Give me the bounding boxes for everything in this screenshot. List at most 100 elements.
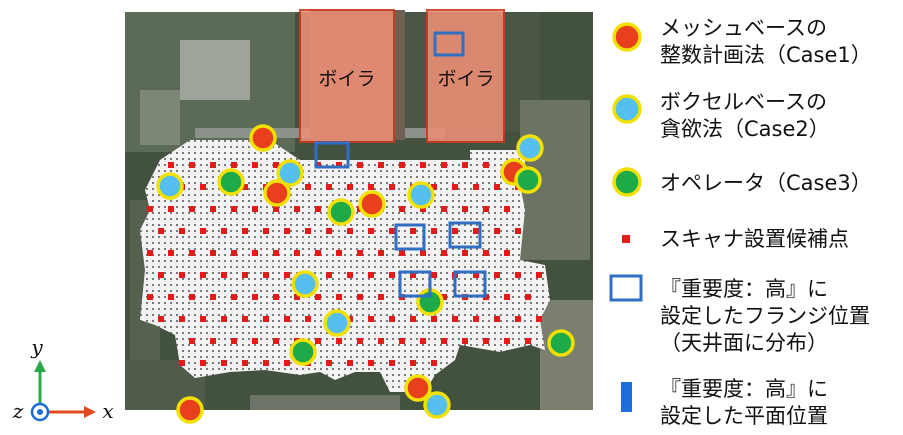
candidate-point xyxy=(420,162,426,168)
candidate-point xyxy=(504,294,510,300)
legend-candidate-icon xyxy=(622,235,630,243)
candidate-point xyxy=(273,250,279,256)
candidate-point xyxy=(399,250,405,256)
candidate-point xyxy=(315,294,321,300)
candidate-point xyxy=(179,316,185,322)
candidate-point xyxy=(242,360,248,366)
candidate-point xyxy=(294,250,300,256)
candidate-point xyxy=(378,162,384,168)
candidate-point xyxy=(410,228,416,234)
legend-voxel-icon xyxy=(612,94,642,124)
candidate-point xyxy=(368,360,374,366)
candidate-point xyxy=(221,228,227,234)
candidate-point xyxy=(494,228,500,234)
candidate-point xyxy=(399,338,405,344)
candidate-point xyxy=(179,228,185,234)
candidate-point xyxy=(263,316,269,322)
candidate-point xyxy=(284,360,290,366)
candidate-point xyxy=(462,162,468,168)
legend-candidate-label: スキャナ設置候補点 xyxy=(660,227,849,251)
candidate-point xyxy=(357,162,363,168)
candidate-point xyxy=(462,338,468,344)
candidate-point xyxy=(483,162,489,168)
candidate-point xyxy=(336,294,342,300)
voxel-placement-marker xyxy=(156,172,184,200)
candidate-point xyxy=(378,250,384,256)
candidate-point xyxy=(504,338,510,344)
candidate-point xyxy=(210,250,216,256)
flange-marker xyxy=(314,141,350,169)
candidate-point xyxy=(189,206,195,212)
candidate-point xyxy=(263,228,269,234)
candidate-point xyxy=(242,316,248,322)
boiler-label: ボイラ xyxy=(318,68,375,90)
candidate-point xyxy=(168,206,174,212)
candidate-point xyxy=(389,272,395,278)
candidate-point xyxy=(536,316,542,322)
candidate-point xyxy=(473,184,479,190)
candidate-point xyxy=(420,338,426,344)
candidate-point xyxy=(368,228,374,234)
candidate-point xyxy=(515,316,521,322)
flange-marker xyxy=(398,270,432,298)
candidate-point xyxy=(368,184,374,190)
x-axis-label: x xyxy=(102,399,113,423)
mesh-placement-marker xyxy=(176,396,204,424)
candidate-point xyxy=(200,272,206,278)
candidate-point xyxy=(189,294,195,300)
candidate-point xyxy=(305,316,311,322)
candidate-point xyxy=(389,316,395,322)
candidate-point xyxy=(200,316,206,322)
legend-flange-label: 『重要度：高』に 設定したフランジ位置 （天井面に分布） xyxy=(660,277,870,355)
floor-grid-region xyxy=(140,140,550,392)
candidate-point xyxy=(452,316,458,322)
legend-mesh-icon xyxy=(612,22,642,52)
axis-indicator: y z x xyxy=(12,335,114,423)
candidate-point xyxy=(168,294,174,300)
candidate-point xyxy=(378,338,384,344)
mesh-placement-marker xyxy=(249,124,277,152)
candidate-point xyxy=(221,360,227,366)
candidate-point xyxy=(357,250,363,256)
voxel-placement-marker xyxy=(291,270,319,298)
legend-voxel-label: ボクセルベースの 貪欲法（Case2） xyxy=(660,90,830,141)
y-axis-label: y xyxy=(30,335,43,359)
candidate-point xyxy=(294,206,300,212)
candidate-point xyxy=(441,250,447,256)
placement-markers xyxy=(156,124,575,424)
candidate-point xyxy=(210,162,216,168)
candidate-point xyxy=(494,316,500,322)
candidate-point xyxy=(452,228,458,234)
candidate-point xyxy=(179,360,185,366)
candidate-point xyxy=(189,338,195,344)
candidate-point xyxy=(347,360,353,366)
candidate-point xyxy=(315,206,321,212)
candidate-point xyxy=(410,272,416,278)
candidate-point xyxy=(420,250,426,256)
voxel-placement-marker xyxy=(516,134,544,162)
legend-mesh-label: メッシュベースの 整数計画法（Case1） xyxy=(660,16,872,67)
mesh-placement-marker xyxy=(404,374,432,402)
candidate-point xyxy=(221,272,227,278)
candidate-point xyxy=(368,316,374,322)
candidate-point xyxy=(273,206,279,212)
candidate-point xyxy=(179,272,185,278)
mesh-placement-marker xyxy=(263,179,291,207)
candidate-point xyxy=(189,162,195,168)
boiler-label: ボイラ xyxy=(437,68,494,90)
candidate-point xyxy=(399,162,405,168)
candidate-point xyxy=(347,228,353,234)
candidate-point xyxy=(326,228,332,234)
candidate-point xyxy=(168,250,174,256)
candidate-point xyxy=(441,162,447,168)
candidate-point xyxy=(273,162,279,168)
candidate-point xyxy=(336,338,342,344)
candidate-point xyxy=(252,206,258,212)
voxel-placement-marker xyxy=(407,181,435,209)
candidate-point xyxy=(242,184,248,190)
candidate-point xyxy=(200,360,206,366)
candidate-point xyxy=(515,228,521,234)
flange-marker xyxy=(433,31,465,57)
candidate-point xyxy=(504,250,510,256)
candidate-point xyxy=(431,228,437,234)
